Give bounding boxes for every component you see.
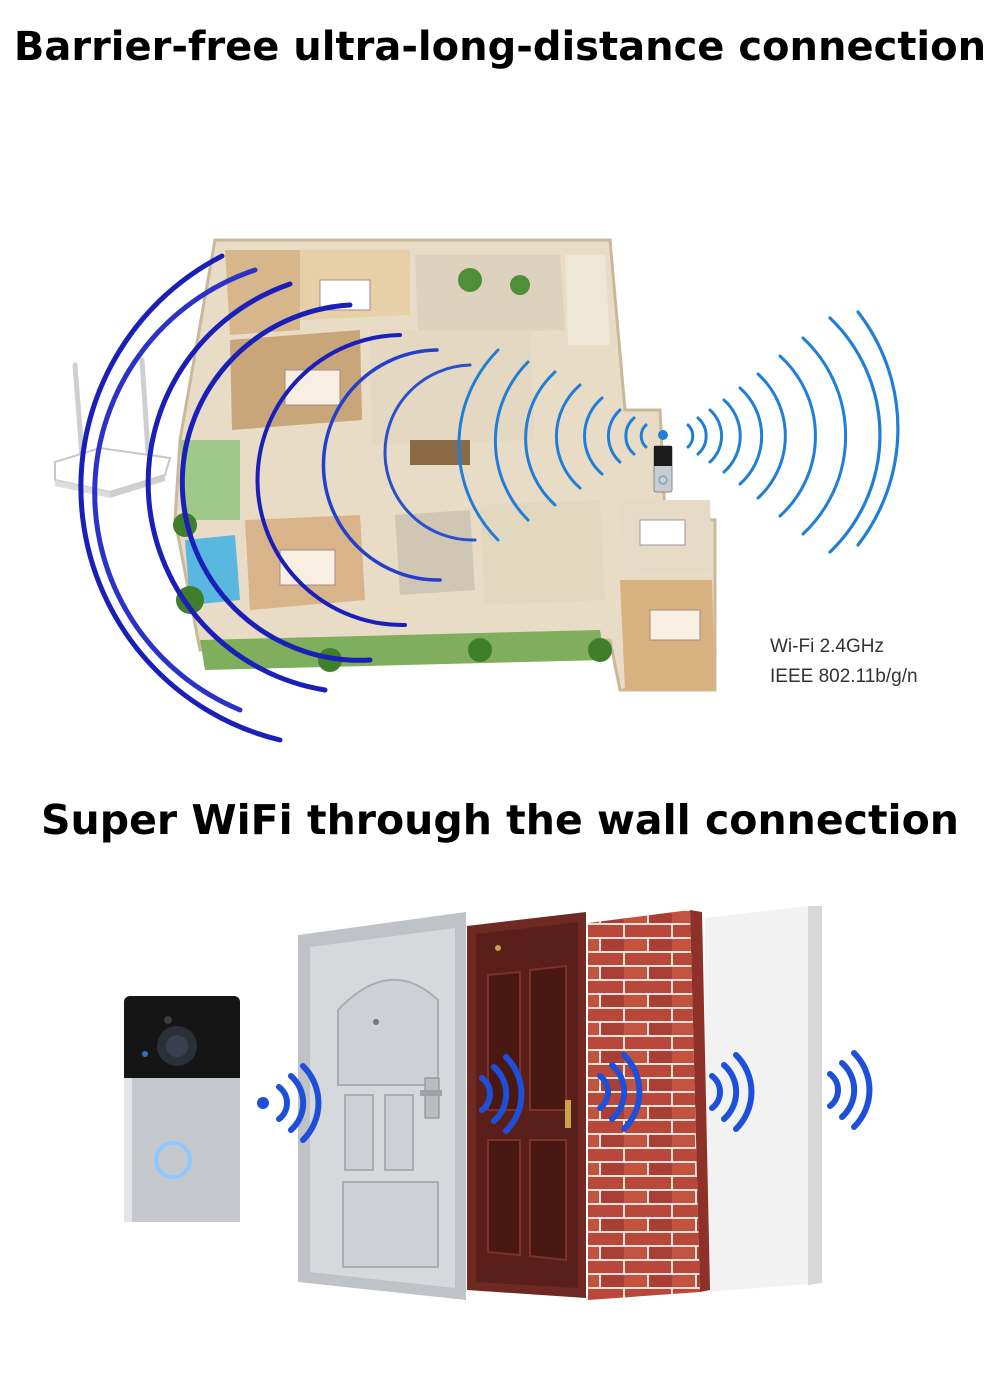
video-doorbell-device bbox=[124, 996, 240, 1222]
floorplan-illustration bbox=[173, 238, 717, 692]
top-heading: Barrier-free ultra-long-distance connect… bbox=[13, 24, 987, 70]
doorbell-signal-waves bbox=[457, 310, 900, 554]
wifi-signal-icon bbox=[709, 1052, 755, 1132]
wall-penetration-scene bbox=[124, 906, 873, 1300]
plaster-wall bbox=[705, 906, 822, 1292]
house-floorplan-scene bbox=[54, 238, 900, 743]
video-doorbell-icon bbox=[653, 430, 673, 493]
wifi-standard-label: IEEE 802.11b/g/n bbox=[770, 666, 918, 687]
wifi-signal-icon bbox=[827, 1050, 873, 1130]
router-signal-waves bbox=[78, 253, 477, 743]
steel-door bbox=[298, 912, 466, 1300]
wifi-signal-icon bbox=[257, 1063, 322, 1143]
bottom-heading: Super WiFi through the wall connection bbox=[41, 796, 959, 844]
wooden-door bbox=[467, 912, 586, 1298]
wifi-signal-icon bbox=[479, 1054, 525, 1134]
wifi-signal-icon bbox=[597, 1052, 643, 1132]
wifi-frequency-label: Wi-Fi 2.4GHz bbox=[770, 636, 884, 657]
brick-wall bbox=[588, 910, 710, 1300]
